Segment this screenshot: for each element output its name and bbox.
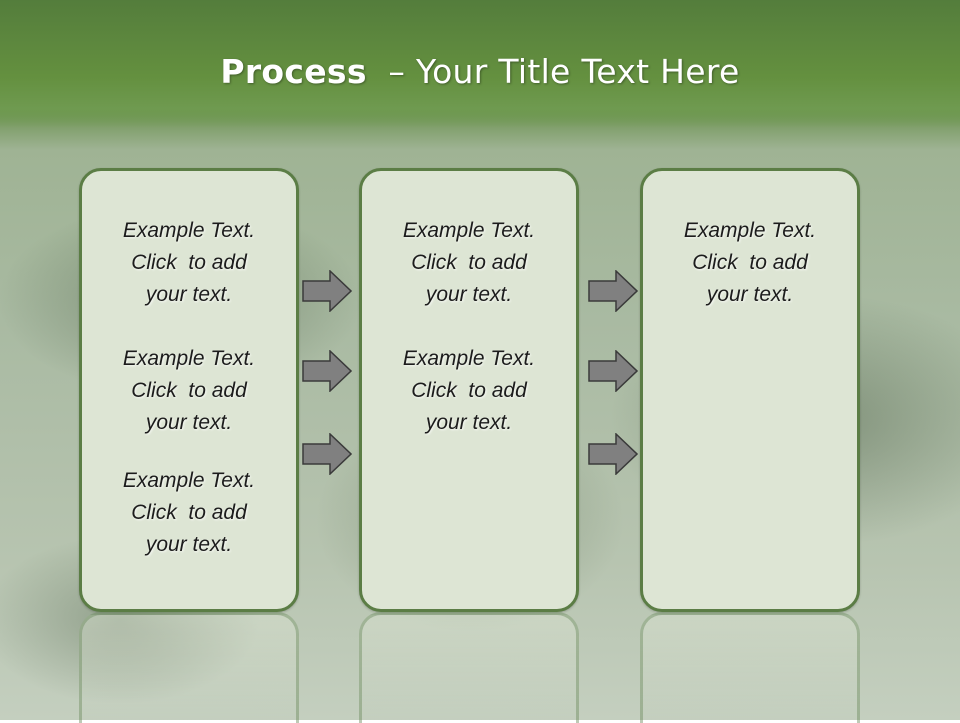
text-line: your text. [425,283,513,306]
text-line: Example Text. [122,347,256,370]
text-line: Click to add [411,379,527,402]
text-item[interactable]: Example Text. Click to add your text. [82,215,296,311]
right-arrow-icon[interactable] [302,433,352,475]
text-line: Example Text. [402,219,536,242]
right-arrow-icon[interactable] [588,270,638,312]
text-line: your text. [145,411,233,434]
title-bold: Process [220,52,367,91]
text-line: Example Text. [122,469,256,492]
box-reflection [79,612,299,723]
text-line: Example Text. [122,219,256,242]
process-box-1[interactable]: Example Text. Click to add your text. Ex… [79,168,299,612]
right-arrow-icon[interactable] [588,350,638,392]
text-item[interactable]: Example Text. Click to add your text. [82,465,296,561]
title-rest: – Your Title Text Here [366,52,740,91]
text-line: your text. [145,533,233,556]
text-line: Click to add [131,251,247,274]
text-line: Click to add [692,251,808,274]
slide-title[interactable]: Process – Your Title Text Here [0,52,960,91]
text-line: Example Text. [683,219,817,242]
process-box-3[interactable]: Example Text. Click to add your text. [640,168,860,612]
text-item[interactable]: Example Text. Click to add your text. [643,215,857,311]
text-line: your text. [145,283,233,306]
text-line: your text. [425,411,513,434]
right-arrow-icon[interactable] [588,433,638,475]
text-line: Click to add [131,379,247,402]
text-line: Example Text. [402,347,536,370]
box-reflection [359,612,579,723]
text-line: Click to add [131,501,247,524]
right-arrow-icon[interactable] [302,350,352,392]
box-reflection [640,612,860,723]
text-item[interactable]: Example Text. Click to add your text. [362,215,576,311]
text-item[interactable]: Example Text. Click to add your text. [362,343,576,439]
text-line: your text. [706,283,794,306]
text-item[interactable]: Example Text. Click to add your text. [82,343,296,439]
title-bar [0,0,960,128]
text-line: Click to add [411,251,527,274]
process-box-2[interactable]: Example Text. Click to add your text. Ex… [359,168,579,612]
right-arrow-icon[interactable] [302,270,352,312]
